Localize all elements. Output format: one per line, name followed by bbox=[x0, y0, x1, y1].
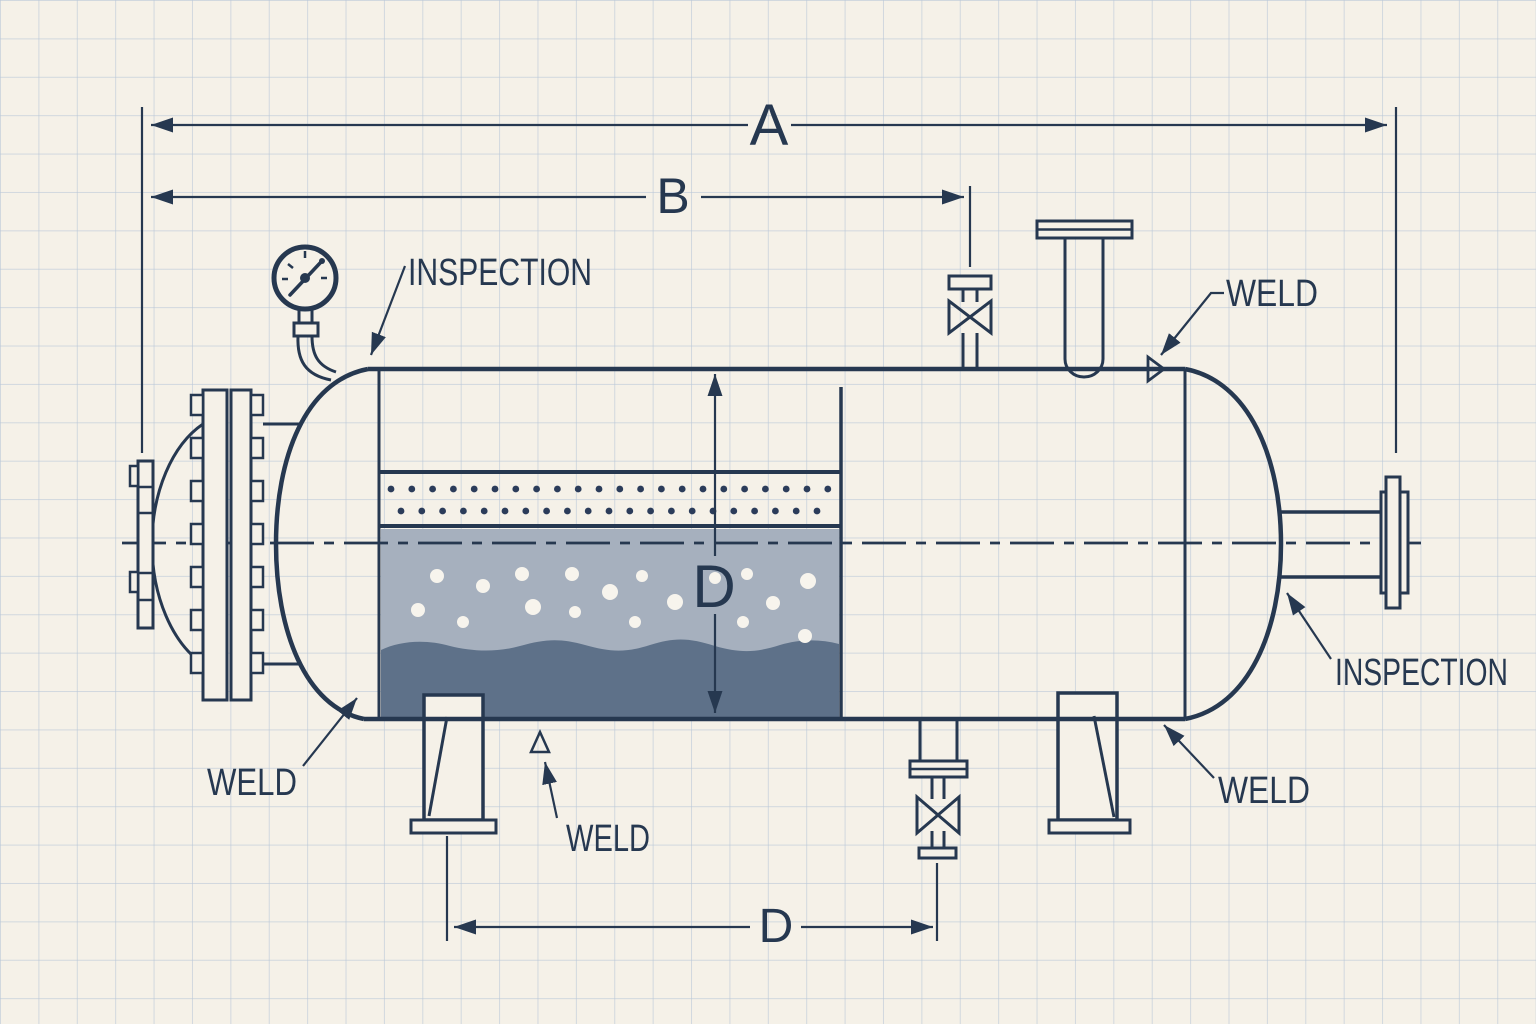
vessel-shell bbox=[273, 366, 1284, 722]
left-bolted-flange bbox=[128, 388, 301, 702]
liquid-bubbles bbox=[411, 567, 816, 643]
liquid-lower bbox=[381, 639, 839, 717]
callout-weld-bottom-left: WELD bbox=[207, 697, 358, 804]
dim-label-a: A bbox=[750, 93, 789, 158]
top-gate-valve bbox=[947, 274, 993, 368]
blind-cover-strip bbox=[136, 459, 155, 630]
gauge-pipe-inner bbox=[310, 335, 337, 374]
dimension-shell-length: B bbox=[151, 168, 972, 267]
dim-label-d-bottom: D bbox=[759, 900, 794, 953]
top-nozzle bbox=[1035, 219, 1134, 379]
left-head bbox=[273, 366, 369, 722]
weld-bottom-left-label: WELD bbox=[207, 762, 297, 804]
gauge-needle bbox=[288, 260, 323, 297]
pressure-gauge bbox=[271, 244, 339, 382]
callout-inspection-right: INSPECTION bbox=[1286, 592, 1508, 694]
weld-bottom-right-label: WELD bbox=[1218, 770, 1310, 812]
bottom-drain-valve bbox=[908, 720, 969, 860]
weld-bottom-center-label: WELD bbox=[566, 818, 650, 860]
gauge-pipe bbox=[296, 335, 332, 382]
callout-inspection-top: INSPECTION bbox=[369, 252, 592, 356]
support-leg-right bbox=[1047, 691, 1132, 835]
dimension-diameter: D bbox=[692, 374, 736, 713]
demister-dots bbox=[387, 485, 832, 515]
support-leg-left bbox=[409, 693, 498, 835]
inspection-top-label: INSPECTION bbox=[408, 252, 592, 294]
dimension-support-spacing: D bbox=[445, 836, 939, 953]
callout-weld-bottom-right: WELD bbox=[1163, 724, 1310, 812]
callout-weld-top-right: WELD bbox=[1160, 273, 1318, 356]
dim-label-b: B bbox=[656, 168, 689, 224]
dim-label-d-vertical: D bbox=[692, 553, 735, 620]
flange-plate-outer bbox=[201, 388, 229, 702]
demister-pad bbox=[379, 470, 841, 528]
weld-symbol-top bbox=[1146, 354, 1167, 384]
flange-bolt-tabs bbox=[189, 393, 265, 675]
dimension-overall-length: A bbox=[140, 93, 1398, 453]
right-head bbox=[1184, 366, 1284, 722]
right-nozzle bbox=[1279, 475, 1410, 610]
weld-symbol-bottom bbox=[529, 728, 551, 754]
flange-plate-inner bbox=[229, 388, 253, 702]
inspection-right-label: INSPECTION bbox=[1335, 652, 1508, 694]
weld-top-right-label: WELD bbox=[1226, 273, 1318, 315]
callout-weld-bottom-center: WELD bbox=[529, 728, 650, 860]
